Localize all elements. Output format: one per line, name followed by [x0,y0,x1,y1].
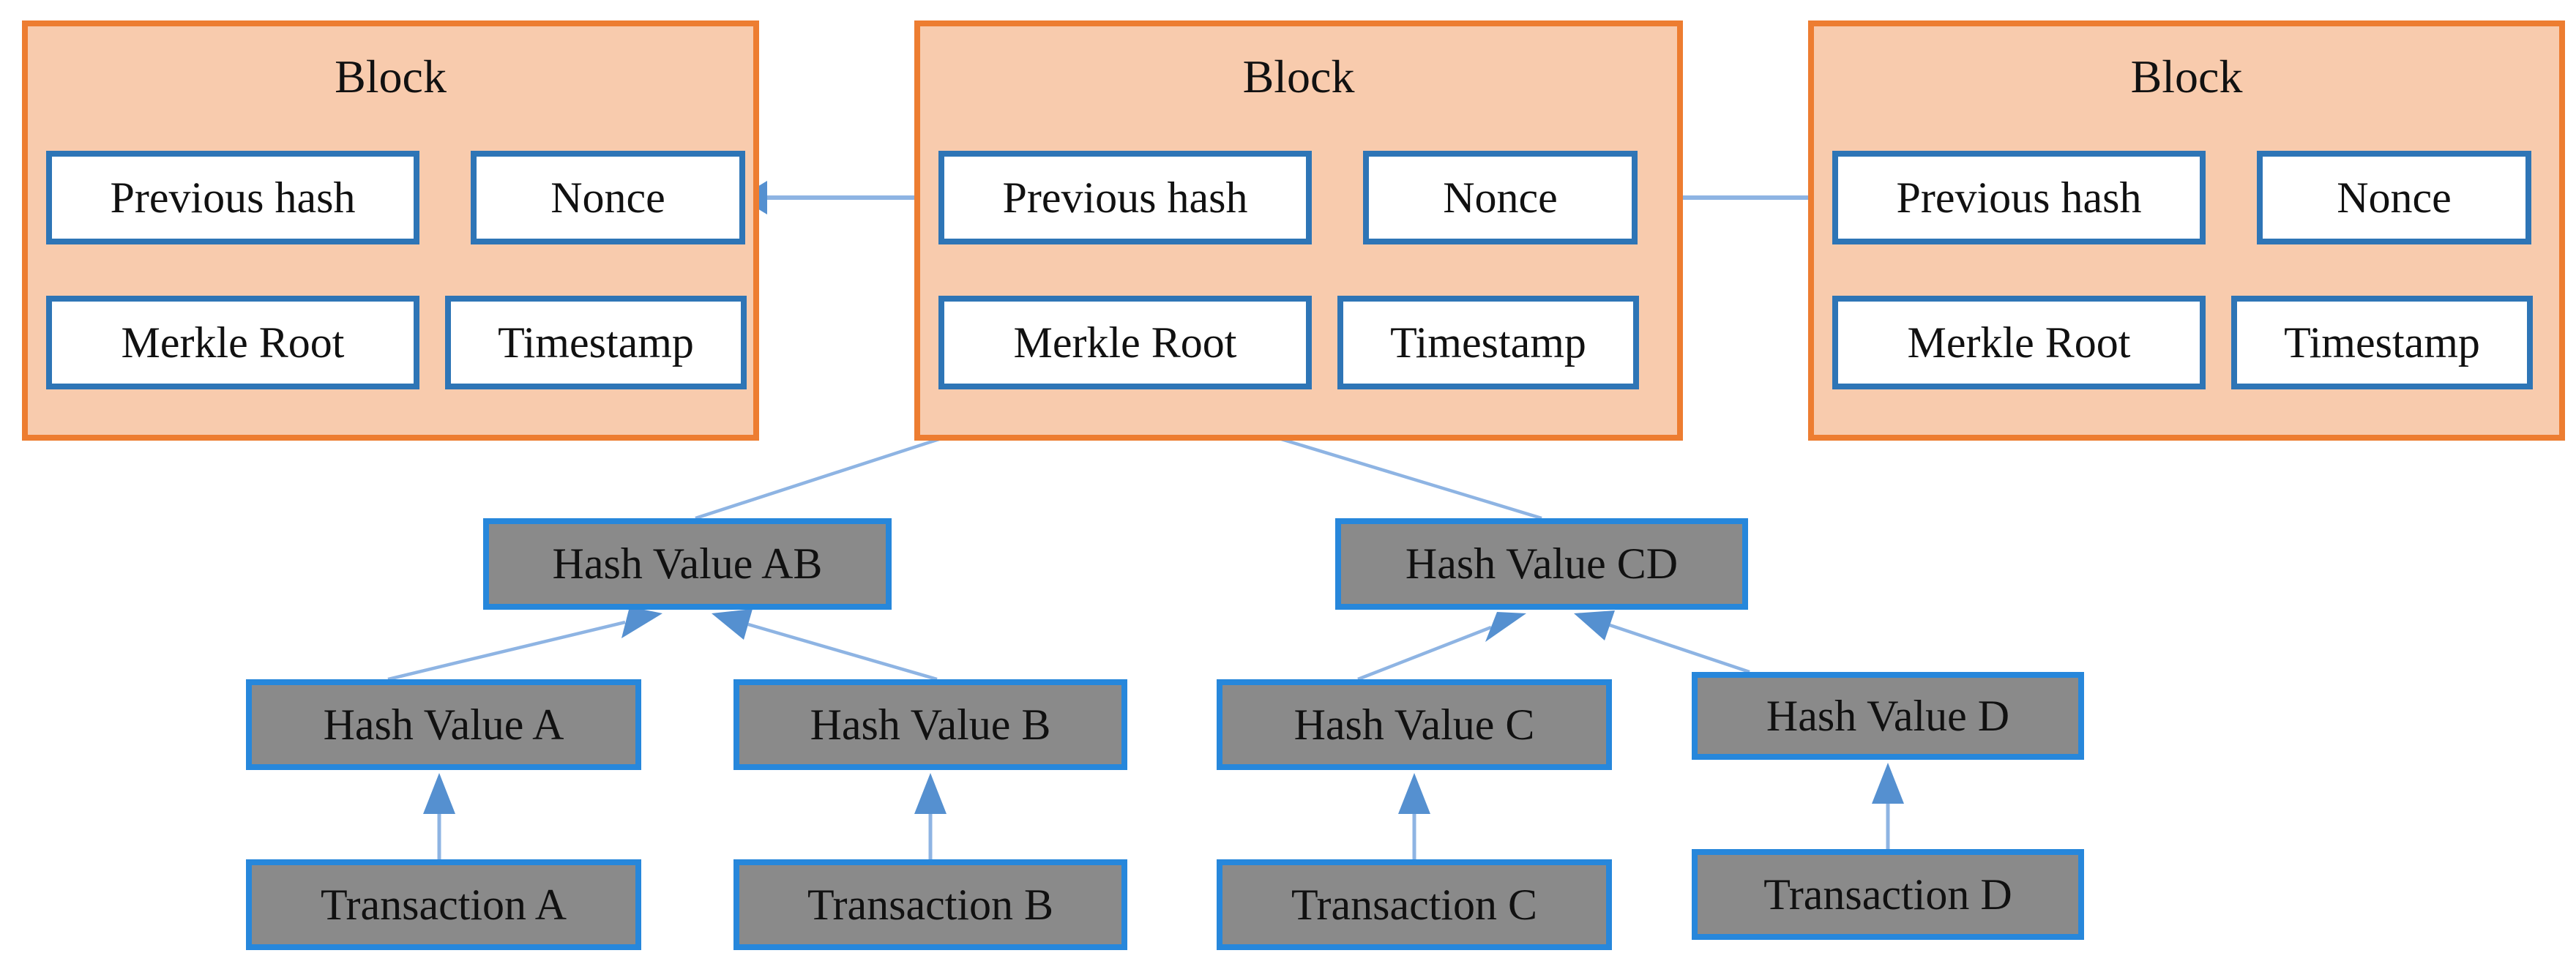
arrow-line-hash-a-to-hash-ab [387,620,626,681]
block-3-title: Block [2130,51,2243,102]
block-2-merkle-root-box: Merkle Root [938,296,1312,389]
block-3-merkle-root-box: Merkle Root [1832,296,2206,389]
block-1-merkle-root-box: Merkle Root [46,296,419,389]
transaction-b-node: Transaction B [733,859,1127,950]
block-1-nonce-box: Nonce [471,151,745,244]
arrow-line-hash-d-to-hash-cd [1609,623,1750,674]
hash-value-a-node: Hash Value A [246,679,641,770]
block-1-title: Block [335,51,447,102]
arrow-line-hash-c-to-hash-cd [1357,625,1492,681]
arrow-head-transaction-b-to-hash-b [914,773,947,814]
arrow-head-transaction-a-to-hash-a [423,773,455,814]
arrow-head-transaction-d-to-hash-d [1872,763,1904,804]
block-1-timestamp-box: Timestamp [445,296,747,389]
transaction-d-node: Transaction D [1692,849,2084,940]
block-3: Block Previous hash Nonce Merkle Root Ti… [1808,20,2565,441]
arrow-head-transaction-c-to-hash-c [1398,773,1430,814]
block-2: Block Previous hash Nonce Merkle Root Ti… [914,20,1683,441]
block-1: Block Previous hash Nonce Merkle Root Ti… [22,20,759,441]
hash-value-d-node: Hash Value D [1692,672,2084,760]
hash-value-ab-node: Hash Value AB [483,518,892,610]
block-2-previous-hash-box: Previous hash [938,151,1312,244]
block-2-title: Block [1242,51,1355,102]
hash-value-b-node: Hash Value B [733,679,1127,770]
arrow-head-hash-b-to-hash-ab [712,609,753,640]
arrow-head-hash-c-to-hash-cd [1485,612,1526,642]
block-2-timestamp-box: Timestamp [1337,296,1639,389]
block-3-nonce-box: Nonce [2257,151,2531,244]
hash-value-c-node: Hash Value C [1217,679,1612,770]
arrow-head-hash-a-to-hash-ab [621,607,662,638]
block-1-previous-hash-box: Previous hash [46,151,419,244]
block-3-timestamp-box: Timestamp [2231,296,2533,389]
block-3-previous-hash-box: Previous hash [1832,151,2206,244]
block-2-nonce-box: Nonce [1363,151,1638,244]
arrow-head-hash-d-to-hash-cd [1574,610,1615,640]
transaction-c-node: Transaction C [1217,859,1612,950]
hash-value-cd-node: Hash Value CD [1335,518,1748,610]
transaction-a-node: Transaction A [246,859,641,950]
arrow-line-hash-b-to-hash-ab [747,622,938,681]
